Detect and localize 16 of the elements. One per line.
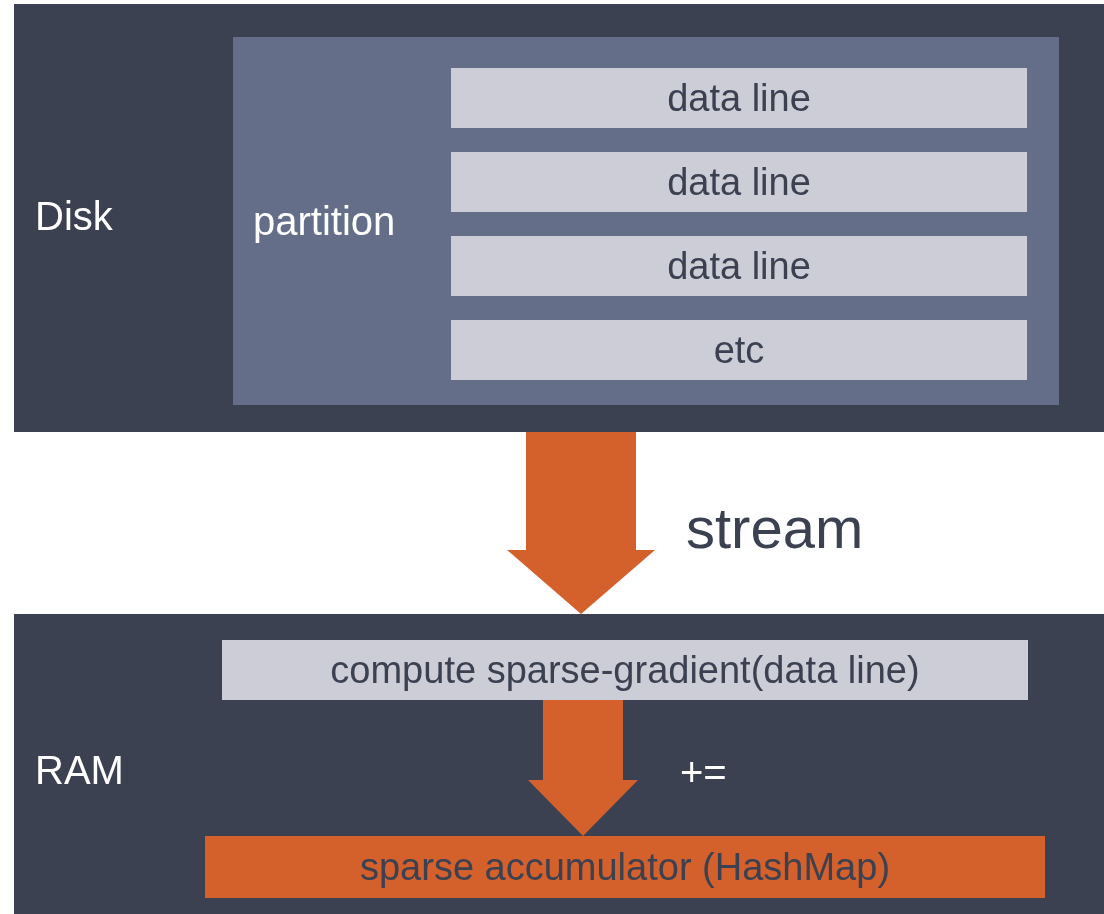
partition-panel <box>233 37 1059 405</box>
data-row: data line <box>451 152 1027 212</box>
data-row: etc <box>451 320 1027 380</box>
panel-title: partition <box>253 199 396 244</box>
memory-panel <box>14 4 1104 432</box>
block-arrow <box>528 700 638 836</box>
panel-title: Disk <box>35 194 113 239</box>
block-arrow <box>507 432 655 614</box>
data-row: data line <box>451 68 1027 128</box>
data-row: compute sparse-gradient(data line) <box>222 640 1028 700</box>
edge-label: stream <box>686 494 864 561</box>
memory-panel <box>14 614 1104 914</box>
accumulator-bar: sparse accumulator (HashMap) <box>205 836 1045 898</box>
data-row: data line <box>451 236 1027 296</box>
edge-label: += <box>680 750 727 795</box>
panel-title: RAM <box>35 748 124 793</box>
